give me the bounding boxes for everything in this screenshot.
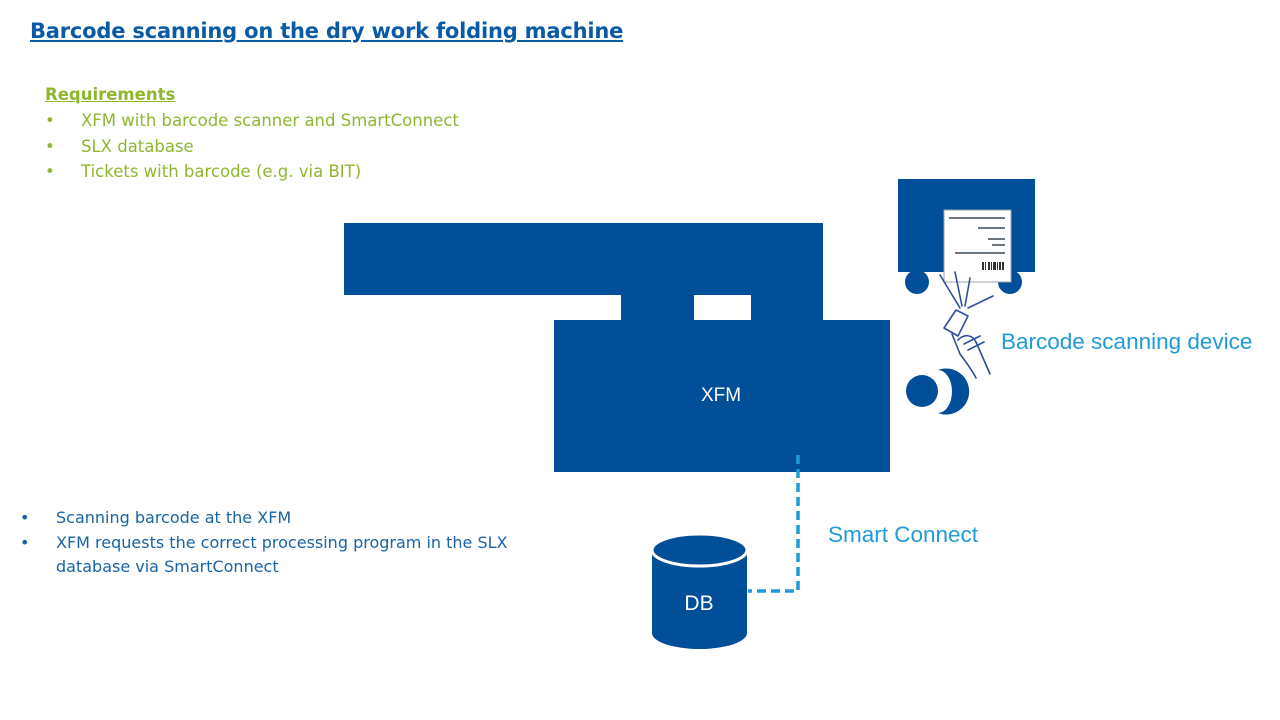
smart-connect-label: Smart Connect [828,522,979,547]
note-item: Scanning barcode at the XFM [20,506,580,531]
machine-body [554,320,890,472]
requirements-heading: Requirements [45,85,176,104]
brand-logo-icon [906,368,970,415]
note-item: XFM requests the correct processing prog… [20,531,580,580]
barcode-ticket-icon [943,209,1012,283]
process-notes: Scanning barcode at the XFM XFM requests… [20,506,580,580]
machine-right-leg [751,290,823,325]
requirement-item: Tickets with barcode (e.g. via BIT) [45,159,459,185]
machine-label: XFM [701,385,741,406]
db-cylinder [650,532,749,649]
requirements-list: XFM with barcode scanner and SmartConnec… [45,108,459,185]
notes-list: Scanning barcode at the XFM XFM requests… [20,506,580,580]
barcode-scanner-icon [939,271,994,379]
machine-top-bar [344,223,823,295]
requirements-section: Requirements XFM with barcode scanner an… [45,83,459,185]
requirement-item: SLX database [45,134,459,160]
machine-left-leg [621,290,694,325]
db-label: DB [684,592,713,615]
requirement-item: XFM with barcode scanner and SmartConnec… [45,108,459,134]
page-title: Barcode scanning on the dry work folding… [30,19,624,43]
xfm-machine [344,223,890,472]
smart-connect-line [748,455,800,593]
scanner-label: Barcode scanning device [1001,329,1253,354]
